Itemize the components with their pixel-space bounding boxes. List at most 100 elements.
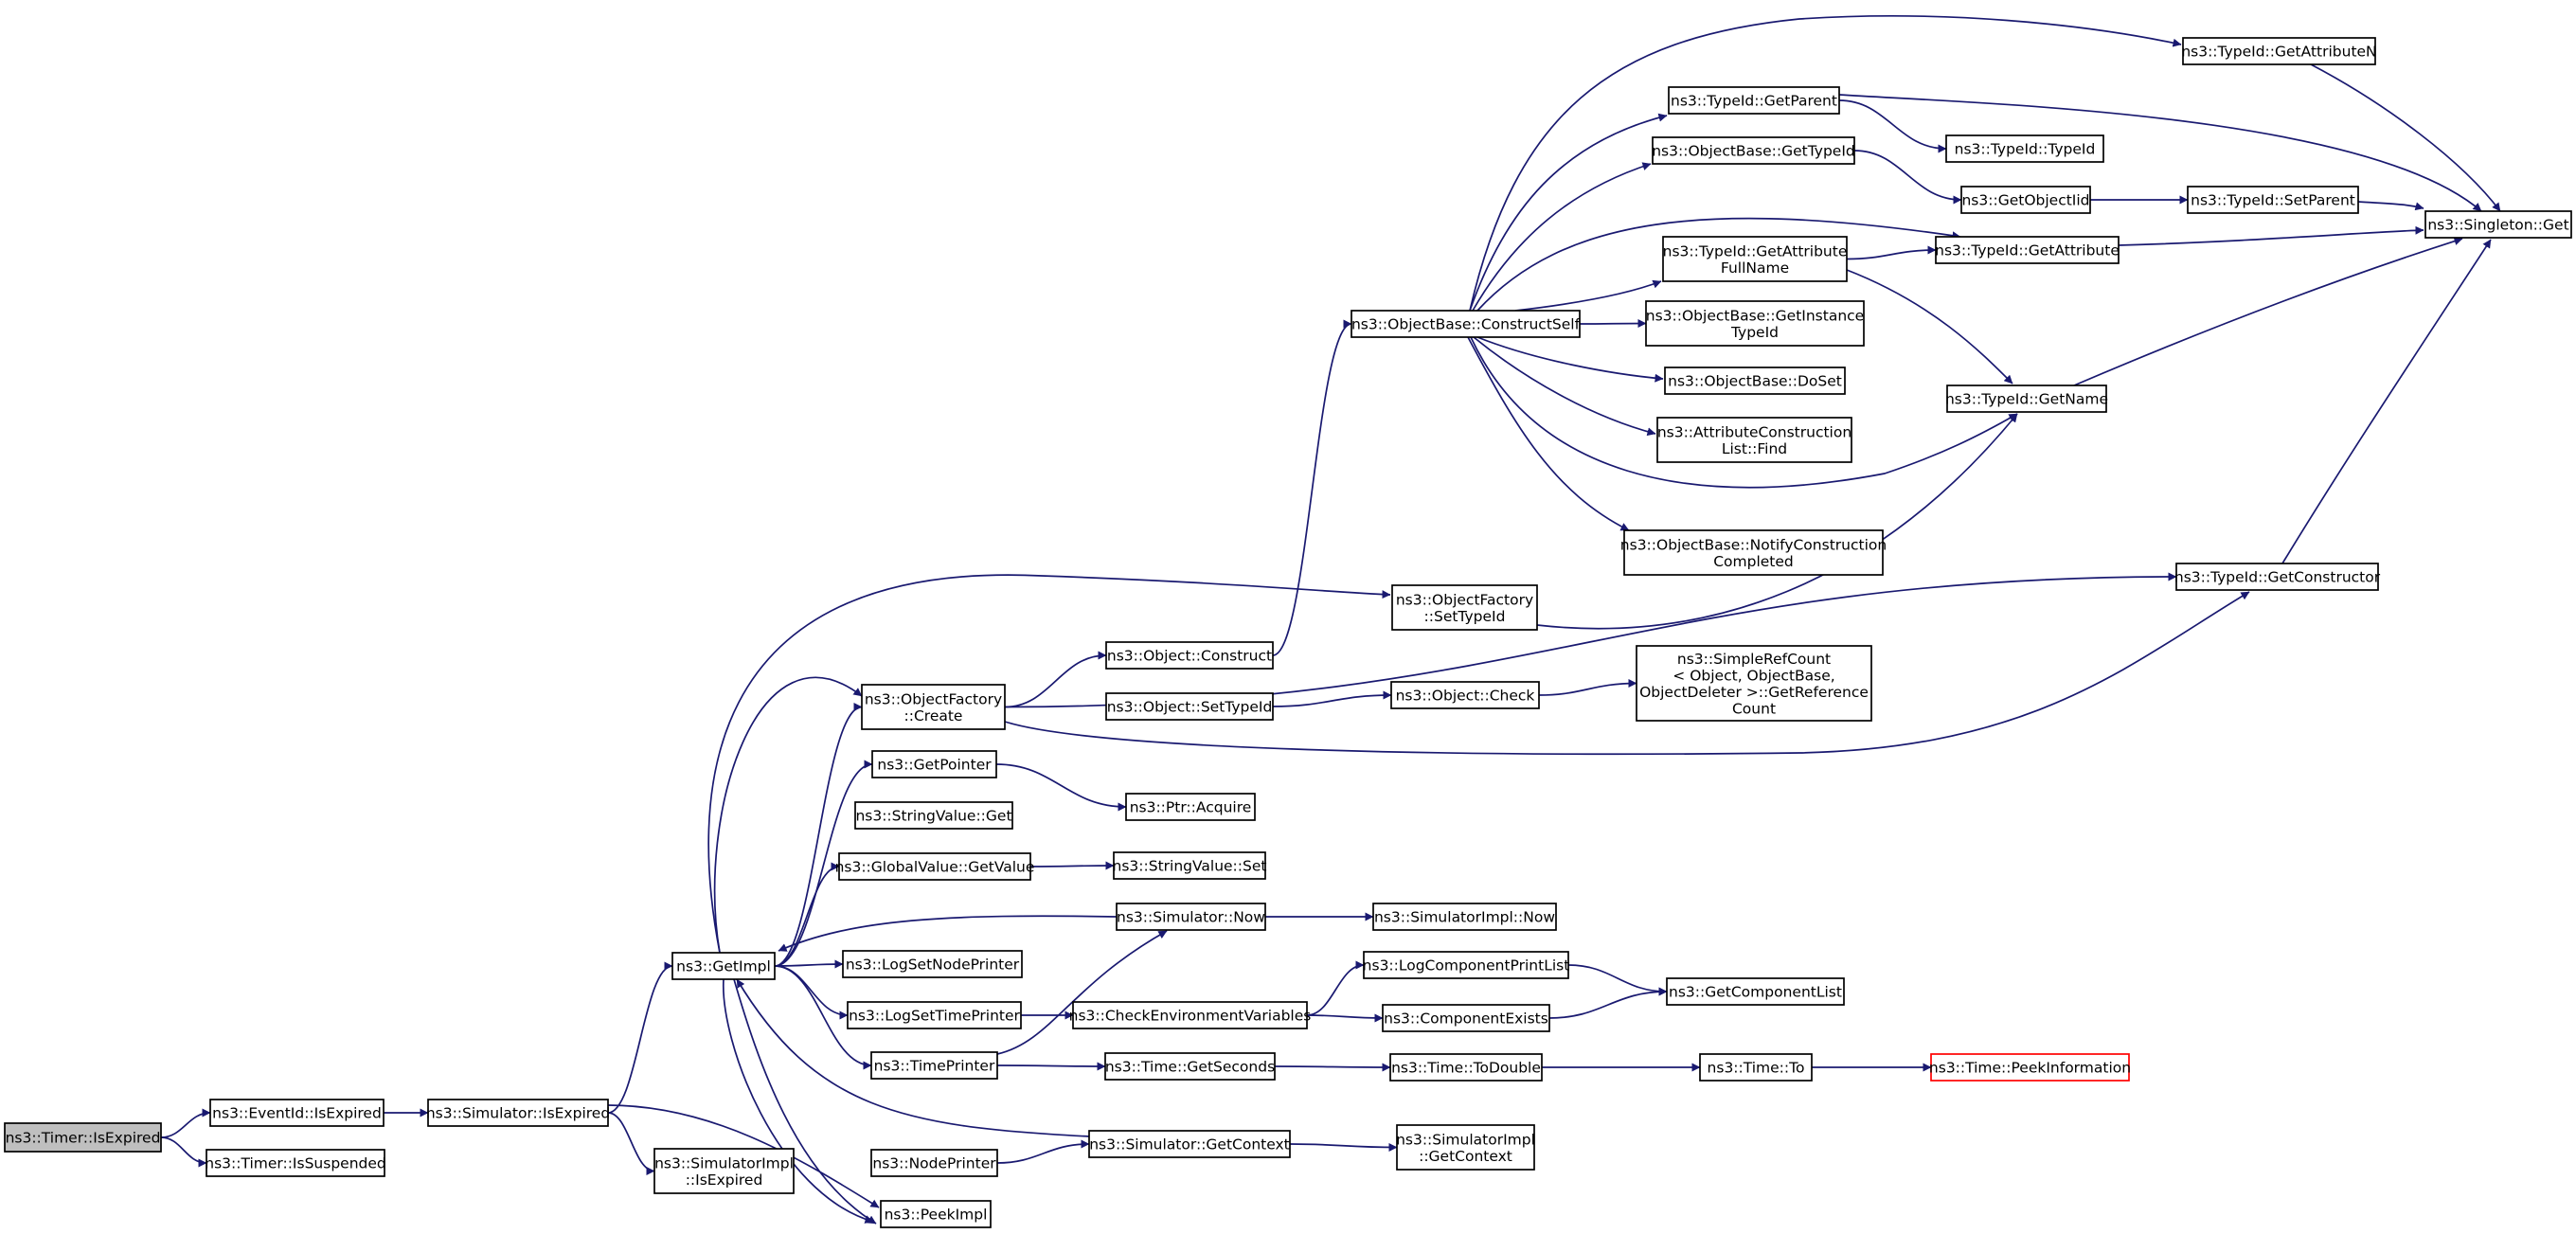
call-edge-objectbase_constructself-to-typeid_getattributefullname bbox=[1514, 279, 1662, 312]
call-edge-object_settypeid-to-object_check bbox=[1272, 690, 1392, 707]
node-getimpl[interactable]: ns3::GetImpl bbox=[671, 952, 776, 980]
node-simulator-now[interactable]: ns3::Simulator::Now bbox=[1116, 903, 1266, 931]
node-simulatorimpl-now[interactable]: ns3::SimulatorImpl::Now bbox=[1372, 903, 1557, 931]
node-label: ns3::TypeId::GetAttribute bbox=[1935, 242, 2120, 259]
node-label: ns3::TypeId::GetAttributeN bbox=[2181, 44, 2376, 61]
node-eventid-isexpired[interactable]: ns3::EventId::IsExpired bbox=[209, 1099, 385, 1127]
node-objectbase-gettypeid[interactable]: ns3::ObjectBase::GetTypeId bbox=[1652, 136, 1855, 165]
call-edge-objectbase_constructself-to-typeid_getname bbox=[1470, 336, 2018, 489]
node-label: ns3::TypeId::GetParent bbox=[1671, 93, 1837, 110]
node-typeid-setparent[interactable]: ns3::TypeId::SetParent bbox=[2187, 186, 2359, 214]
node-getcomponentlist[interactable]: ns3::GetComponentList bbox=[1666, 977, 1845, 1006]
call-edge-simulator_now-to-getimpl bbox=[778, 915, 1118, 952]
node-object-settypeid[interactable]: ns3::Object::SetTypeId bbox=[1105, 692, 1274, 721]
node-stringvalue-set[interactable]: ns3::StringValue::Set bbox=[1113, 851, 1267, 880]
call-edge-getimpl-to-objectfactory_create bbox=[774, 703, 863, 967]
node-label: ns3::Time::PeekInformation bbox=[1929, 1060, 2131, 1077]
node-label: ns3::StringValue::Set bbox=[1113, 858, 1267, 875]
call-edge-objectbase_constructself-to-objectbase_getinstancetypeid bbox=[1579, 319, 1647, 329]
node-peekimpl[interactable]: ns3::PeekImpl bbox=[880, 1200, 992, 1228]
node-object-check[interactable]: ns3::Object::Check bbox=[1390, 681, 1540, 709]
call-edge-componentexists-to-getcomponentlist bbox=[1548, 987, 1668, 1019]
node-typeid-getparent[interactable]: ns3::TypeId::GetParent bbox=[1668, 86, 1840, 115]
node-time-peekinformation[interactable]: ns3::Time::PeekInformation bbox=[1929, 1053, 2131, 1082]
node-label: List::Find bbox=[1722, 440, 1787, 457]
node-label: ns3::TimePrinter bbox=[874, 1058, 995, 1075]
node-typeid-getattribute[interactable]: ns3::TypeId::GetAttribute bbox=[1935, 236, 2120, 264]
node-globalvalue-getvalue[interactable]: ns3::GlobalValue::GetValue bbox=[835, 852, 1035, 881]
node-label: ns3::Object::Construct bbox=[1107, 648, 1272, 665]
node-label: ns3::ObjectBase::ConstructSelf bbox=[1351, 316, 1581, 333]
call-edge-simulator_isexpired-to-simulatorimpl_isexpired bbox=[607, 1112, 655, 1175]
node-typeid-typeid[interactable]: ns3::TypeId::TypeId bbox=[1945, 134, 2104, 163]
node-timer-issuspended[interactable]: ns3::Timer::IsSuspended bbox=[205, 1149, 386, 1177]
node-getobjectiid[interactable]: ns3::GetObjectIid bbox=[1960, 186, 2091, 214]
node-simulatorimpl-isexpired[interactable]: ns3::SimulatorImpl::IsExpired bbox=[653, 1148, 795, 1194]
node-ptr-acquire[interactable]: ns3::Ptr::Acquire bbox=[1125, 793, 1256, 821]
node-logsetnodeprinter[interactable]: ns3::LogSetNodePrinter bbox=[842, 950, 1023, 978]
node-timer-isexpired[interactable]: ns3::Timer::IsExpired bbox=[4, 1122, 162, 1153]
node-checkenvironmentvariables[interactable]: ns3::CheckEnvironmentVariables bbox=[1069, 1001, 1312, 1029]
node-objectfactory-create[interactable]: ns3::ObjectFactory::Create bbox=[861, 684, 1006, 730]
node-label: ns3::Simulator::GetContext bbox=[1089, 1136, 1290, 1154]
node-objectfactory-settypeid[interactable]: ns3::ObjectFactory::SetTypeId bbox=[1391, 584, 1538, 631]
call-edge-simulator_isexpired-to-getimpl bbox=[607, 961, 673, 1114]
node-label: ns3::PeekImpl bbox=[885, 1207, 988, 1224]
node-label: ns3::ObjectFactory bbox=[865, 690, 1002, 707]
node-label: Count bbox=[1732, 700, 1776, 717]
call-edge-objectbase_constructself-to-typeid_getattributen bbox=[1469, 15, 2182, 312]
call-edge-typeid_getattributen-to-singleton_get bbox=[2310, 63, 2501, 212]
node-label: ns3::AttributeConstruction bbox=[1657, 423, 1852, 440]
call-edge-checkenvironmentvariables-to-logcomponentprintlist bbox=[1306, 960, 1365, 1016]
call-edge-simulator_isexpired-to-peekimpl bbox=[607, 1104, 880, 1208]
node-stringvalue-get[interactable]: ns3::StringValue::Get bbox=[854, 801, 1013, 830]
node-simulator-isexpired[interactable]: ns3::Simulator::IsExpired bbox=[426, 1099, 610, 1127]
node-objectbase-constructself[interactable]: ns3::ObjectBase::ConstructSelf bbox=[1351, 310, 1581, 338]
call-edge-getimpl-to-nodeprinter bbox=[733, 978, 877, 1225]
node-getpointer[interactable]: ns3::GetPointer bbox=[871, 750, 997, 778]
node-label: ::IsExpired bbox=[686, 1171, 763, 1189]
node-time-to[interactable]: ns3::Time::To bbox=[1699, 1053, 1813, 1082]
node-logcomponentprintlist[interactable]: ns3::LogComponentPrintList bbox=[1363, 951, 1570, 979]
node-objectbase-doset[interactable]: ns3::ObjectBase::DoSet bbox=[1664, 367, 1846, 395]
node-componentexists[interactable]: ns3::ComponentExists bbox=[1382, 1004, 1550, 1032]
node-typeid-getattributen[interactable]: ns3::TypeId::GetAttributeN bbox=[2181, 37, 2377, 65]
node-label: ns3::Ptr::Acquire bbox=[1130, 799, 1252, 816]
call-edge-simulator_getcontext-to-simulatorimpl_getcontext bbox=[1289, 1142, 1398, 1152]
node-time-getseconds[interactable]: ns3::Time::GetSeconds bbox=[1104, 1052, 1276, 1081]
node-simplerefcount-getreferencecount[interactable]: ns3::SimpleRefCount< Object, ObjectBase,… bbox=[1636, 645, 1872, 722]
call-edge-objectbase_constructself-to-objectbase_gettypeid bbox=[1472, 162, 1652, 312]
node-typeid-getname[interactable]: ns3::TypeId::GetName bbox=[1945, 385, 2108, 413]
call-edge-objectfactory_create-to-object_settypeid bbox=[1004, 591, 2250, 756]
call-edge-typeid_getname-to-singleton_get bbox=[2073, 237, 2463, 386]
node-timeprinter[interactable]: ns3::TimePrinter bbox=[870, 1051, 998, 1080]
node-label: ns3::SimulatorImpl bbox=[1396, 1131, 1535, 1148]
node-label: ns3::TypeId::GetConstructor bbox=[2174, 569, 2381, 586]
node-simulator-getcontext[interactable]: ns3::Simulator::GetContext bbox=[1088, 1130, 1291, 1158]
node-label: ns3::GetPointer bbox=[877, 757, 992, 774]
node-object-construct[interactable]: ns3::Object::Construct bbox=[1105, 641, 1274, 670]
node-label: ns3::ObjectFactory bbox=[1396, 591, 1533, 608]
node-label: ns3::Singleton::Get bbox=[2427, 217, 2568, 234]
node-label: ns3::EventId::IsExpired bbox=[212, 1105, 382, 1122]
node-label: ns3::Timer::IsExpired bbox=[6, 1130, 161, 1147]
node-label: ns3::ObjectBase::GetTypeId bbox=[1652, 143, 1855, 160]
node-label: ns3::Time::To bbox=[1708, 1060, 1805, 1077]
call-edge-getimpl-to-objectfactory_settypeid bbox=[707, 574, 1391, 954]
node-time-todouble[interactable]: ns3::Time::ToDouble bbox=[1389, 1053, 1543, 1082]
node-label: ns3::LogSetNodePrinter bbox=[846, 957, 1020, 974]
node-label: ns3::Simulator::Now bbox=[1117, 909, 1265, 926]
call-edge-nodeprinter-to-simulator_getcontext bbox=[996, 1139, 1090, 1164]
node-label: ns3::GetObjectIid bbox=[1961, 192, 2089, 209]
node-objectbase-notifyconstructioncompleted[interactable]: ns3::ObjectBase::NotifyConstructionCompl… bbox=[1620, 529, 1887, 576]
call-edge-checkenvironmentvariables-to-componentexists bbox=[1306, 1013, 1384, 1023]
node-logsettimeprinter[interactable]: ns3::LogSetTimePrinter bbox=[847, 1001, 1022, 1029]
node-typeid-getconstructor[interactable]: ns3::TypeId::GetConstructor bbox=[2174, 563, 2381, 591]
node-nodeprinter[interactable]: ns3::NodePrinter bbox=[870, 1149, 998, 1177]
node-simulatorimpl-getcontext[interactable]: ns3::SimulatorImpl::GetContext bbox=[1396, 1124, 1535, 1171]
node-singleton-get[interactable]: ns3::Singleton::Get bbox=[2424, 210, 2572, 239]
node-label: ns3::Time::GetSeconds bbox=[1105, 1059, 1275, 1076]
